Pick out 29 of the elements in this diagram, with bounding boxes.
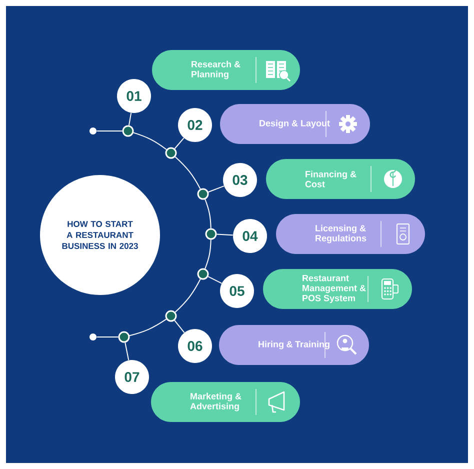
connector-line (96, 130, 123, 132)
connector-line (96, 336, 119, 338)
connector-line (133, 132, 167, 150)
connector-line (216, 234, 234, 236)
connector-line (174, 278, 201, 313)
connector-line (174, 138, 184, 150)
step-pill: Licensing & Regulations (276, 214, 425, 254)
timeline-dot (122, 125, 134, 137)
connector-line (174, 156, 201, 190)
step-pill: Restaurant Management & POS System (263, 269, 412, 309)
step-pill: Design & Layout (220, 104, 370, 144)
timeline-dot (118, 331, 130, 343)
connector-line (129, 318, 167, 336)
connector-line (208, 186, 224, 192)
timeline-dot (165, 147, 177, 159)
step-pill: Hiring & Training (219, 325, 369, 365)
connector-line (174, 320, 185, 334)
step-pill: Marketing & Advertising (151, 382, 300, 422)
timeline-dot (205, 228, 217, 240)
connector-line (208, 276, 222, 284)
connector-line (204, 239, 212, 270)
timeline-dot (197, 268, 209, 280)
timeline-dot (90, 334, 96, 340)
timeline-dot (165, 310, 177, 322)
timeline-dot (197, 188, 209, 200)
connector-line (124, 342, 130, 361)
timeline-dot (90, 128, 96, 134)
connector-line (128, 112, 132, 126)
connector-line (204, 198, 212, 229)
